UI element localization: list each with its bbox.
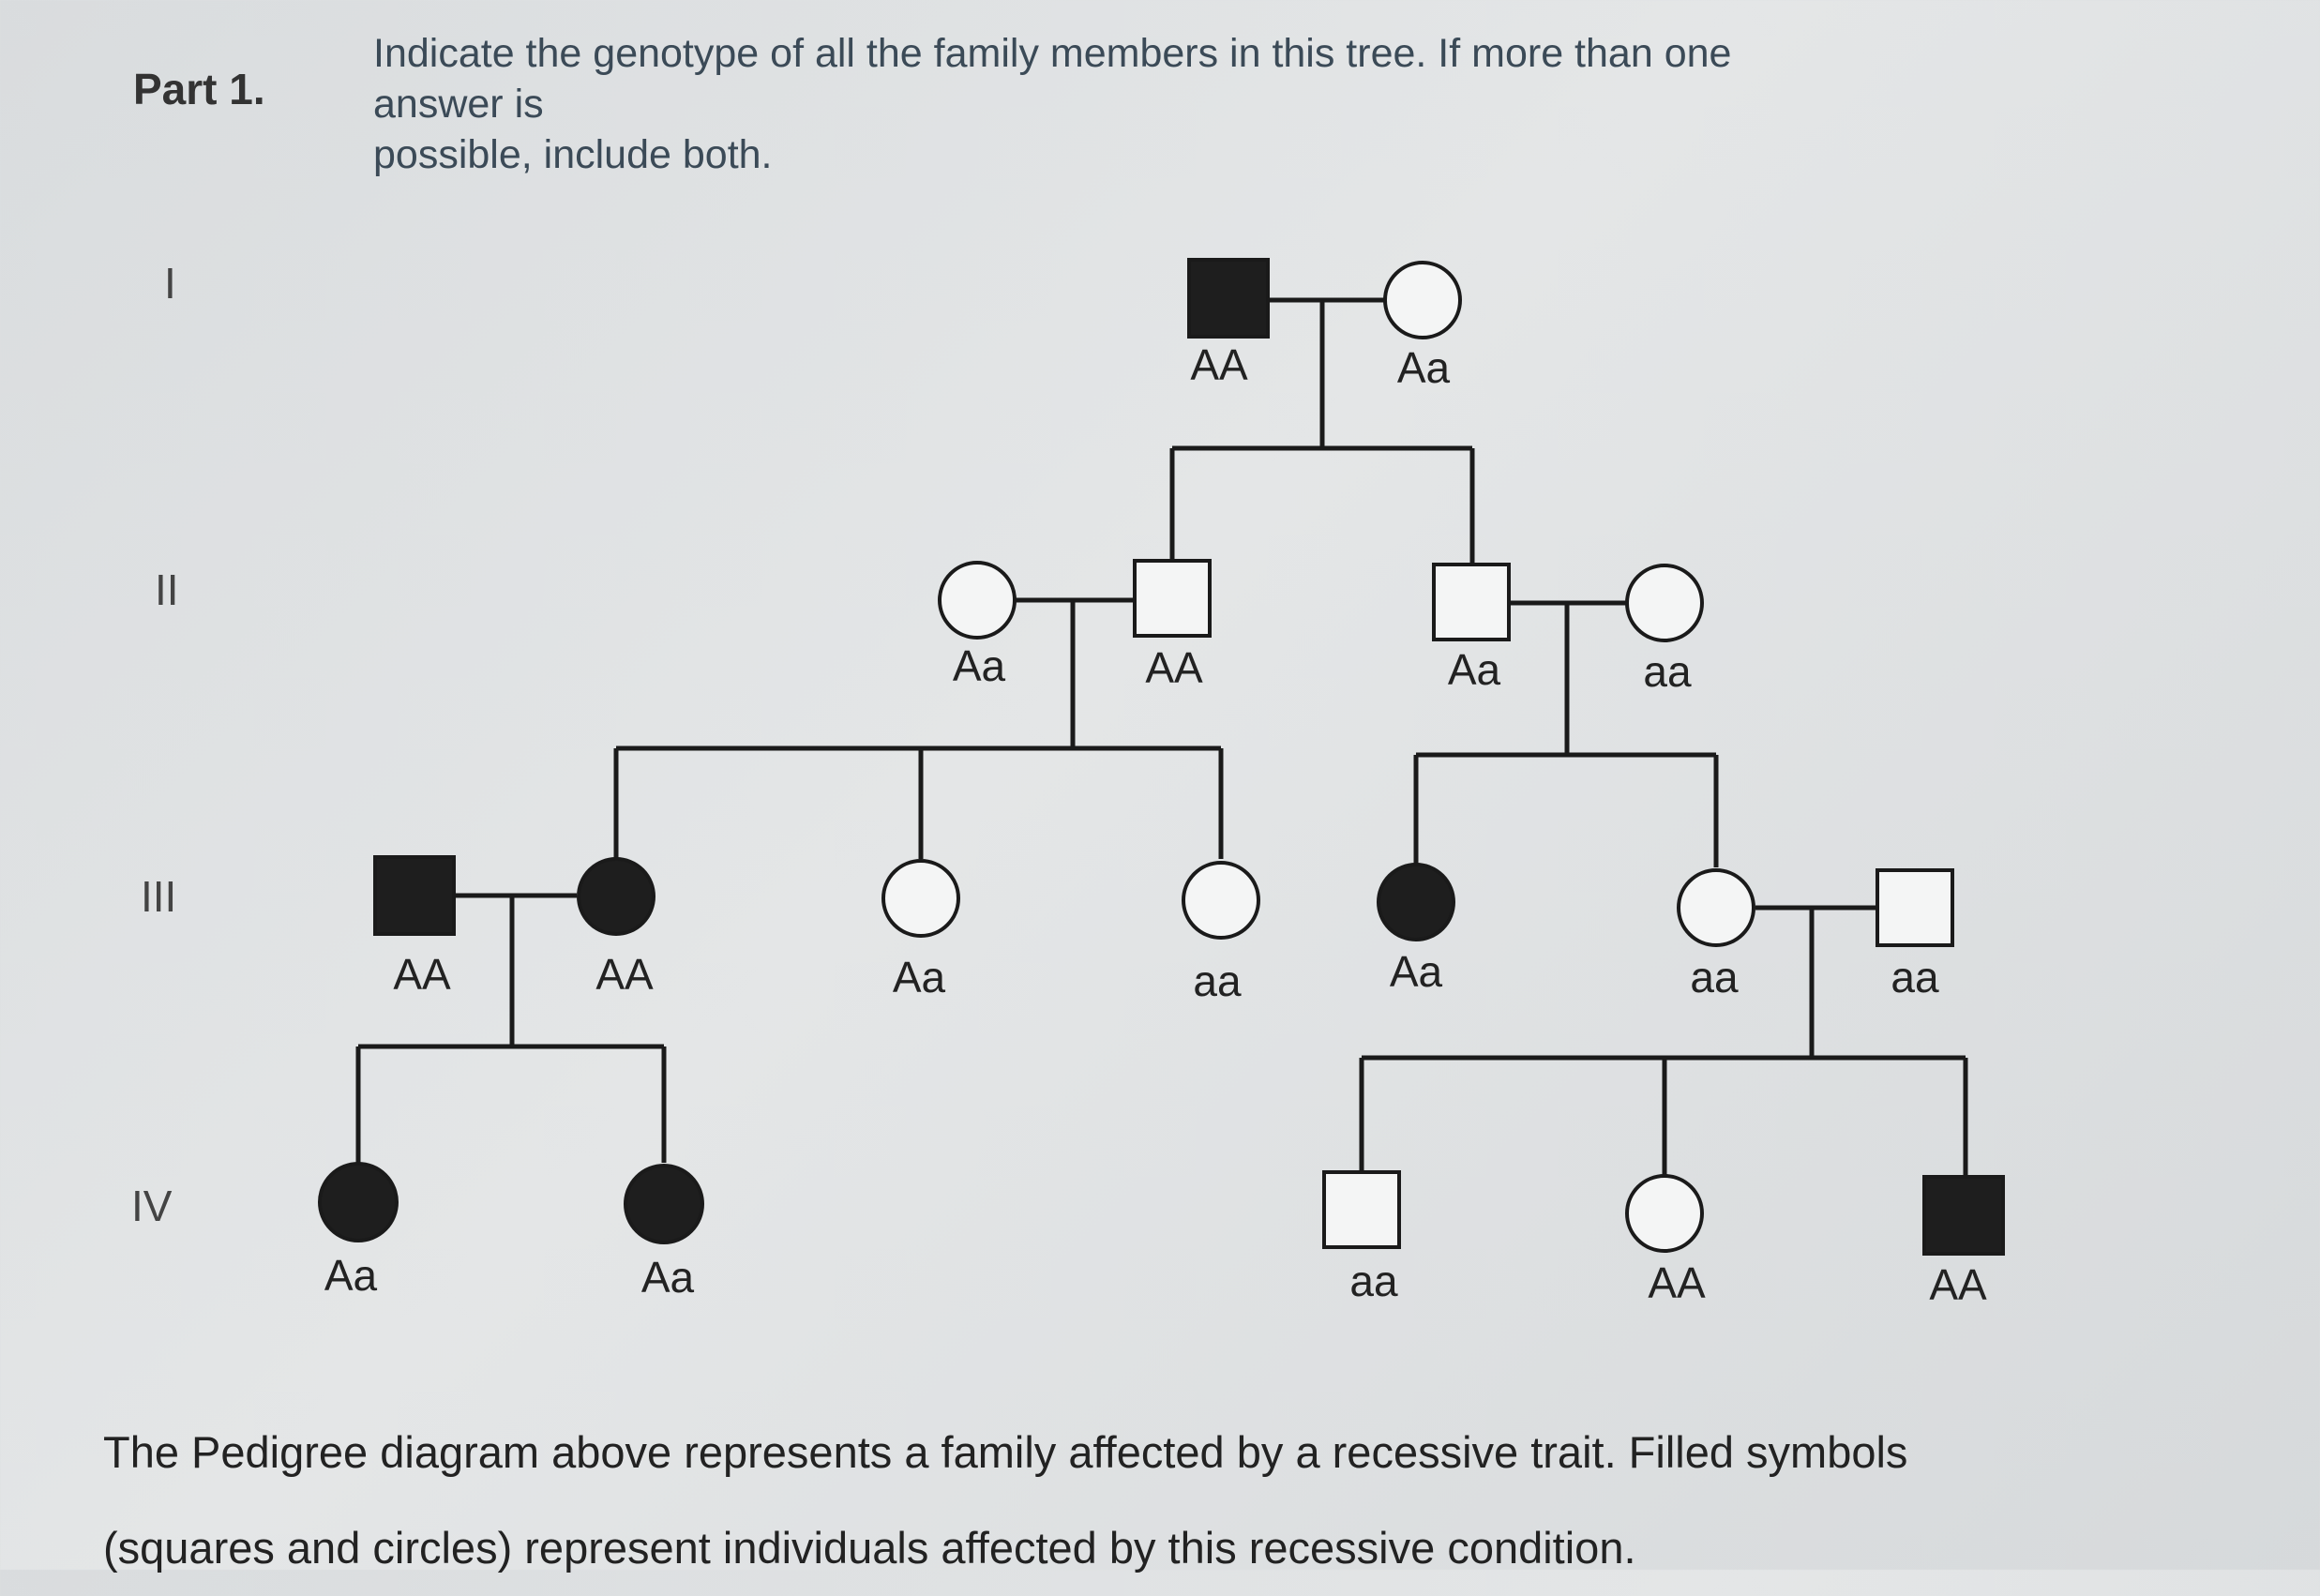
g3-husband-2-male: [1876, 868, 1954, 947]
g4-son-1-male: [1322, 1170, 1401, 1249]
genotype-g1-mother: Aa: [1397, 343, 1451, 392]
g2-son-right-male: [1432, 563, 1511, 641]
g4-son-2-affected-male: [1922, 1175, 2005, 1256]
instructions-line-3: possible, include both.: [373, 132, 773, 177]
genotype-g3-daughter-1: AA: [595, 950, 654, 999]
g3-daughter-5-female: [1677, 868, 1755, 947]
g1-father-affected-male: [1187, 258, 1270, 339]
generation-label-4: IV: [131, 1182, 173, 1230]
g3-daughter-3-female: [1182, 861, 1260, 940]
g4-daughter-1-affected-female: [318, 1162, 399, 1242]
g3-husband-affected-male: [373, 855, 456, 936]
g3-daughter-4-affected-female: [1377, 863, 1455, 941]
caption-line-2: (squares and circles) represent individu…: [103, 1523, 1636, 1573]
instructions-line-2: answer is: [373, 82, 544, 127]
genotype-g2-wife-right: aa: [1643, 647, 1692, 696]
instructions-line-1: Indicate the genotype of all the family …: [373, 31, 1732, 76]
genotype-g4-son-2: AA: [1929, 1260, 1987, 1309]
genotype-g3-husband-2: aa: [1891, 953, 1939, 1001]
genotype-g3-daughter-5: aa: [1690, 953, 1739, 1001]
genotype-g2-son-right: Aa: [1448, 645, 1501, 694]
g4-daughter-3-female: [1625, 1174, 1704, 1253]
genotype-g4-son-1: aa: [1349, 1257, 1398, 1305]
pedigree-lines: [355, 297, 1968, 1177]
pedigree-diagram: I II III IV: [131, 258, 2005, 1309]
g2-wife-left-female: [938, 561, 1017, 640]
genotype-g4-daughter-2: Aa: [641, 1253, 695, 1302]
instructions: Indicate the genotype of all the family …: [373, 28, 1921, 180]
genotype-g3-daughter-4: Aa: [1390, 947, 1443, 996]
genotype-g1-father: AA: [1190, 340, 1248, 389]
g4-daughter-2-affected-female: [624, 1164, 704, 1244]
genotype-g2-wife-left: Aa: [953, 641, 1006, 690]
g1-mother-female: [1383, 261, 1462, 339]
g2-wife-right-female: [1625, 564, 1704, 642]
generation-label-3: III: [141, 872, 176, 921]
g3-daughter-1-affected-female: [577, 857, 655, 936]
caption-line-1: The Pedigree diagram above represents a …: [103, 1427, 1908, 1477]
genotype-g2-son-left: AA: [1145, 643, 1203, 692]
caption: The Pedigree diagram above represents a …: [103, 1405, 2260, 1596]
g2-son-left-male: [1133, 559, 1212, 638]
genotype-g4-daughter-1: Aa: [324, 1251, 378, 1300]
genotype-g3-husband: AA: [393, 950, 451, 999]
genotype-g4-daughter-3: AA: [1648, 1258, 1706, 1307]
genotype-g3-daughter-3: aa: [1193, 956, 1242, 1005]
genotype-g3-daughter-2: Aa: [893, 953, 946, 1001]
generation-label-2: II: [155, 565, 179, 614]
part-label: Part 1.: [133, 65, 265, 113]
generation-label-1: I: [164, 259, 176, 308]
g3-daughter-2-female: [881, 859, 960, 938]
